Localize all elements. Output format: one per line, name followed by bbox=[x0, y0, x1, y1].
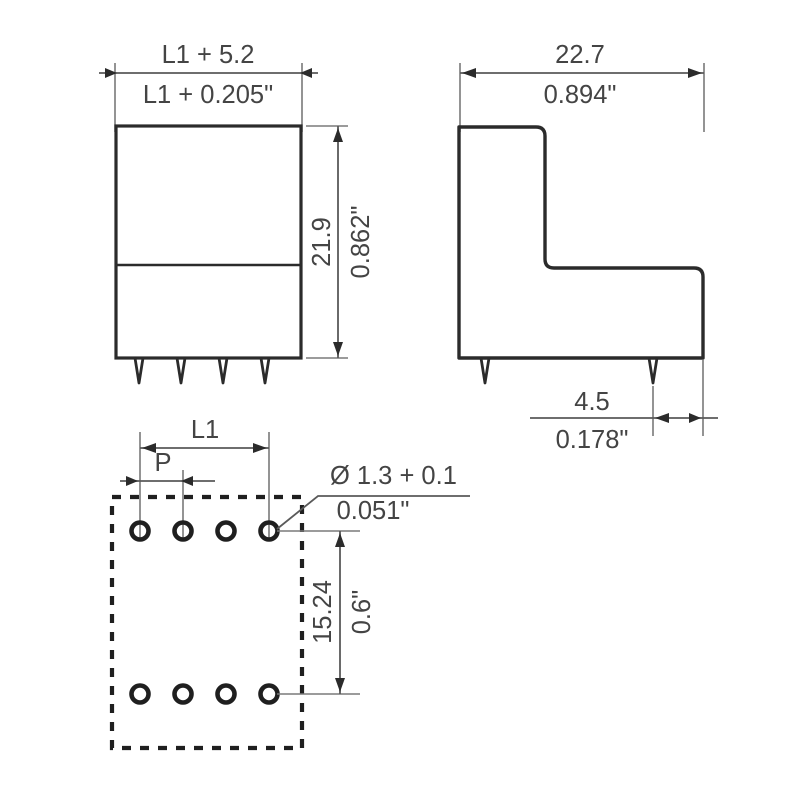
row-spacing-arrow-bottom bbox=[335, 678, 345, 692]
side-body-outline bbox=[457, 125, 705, 360]
front-height-imperial-label: 0.862" bbox=[347, 206, 375, 279]
front-height-arrow-top bbox=[333, 128, 343, 142]
front-height-metric-label: 21.9 bbox=[308, 217, 336, 267]
front-pin-2 bbox=[175, 357, 187, 385]
side-width-arrow-left bbox=[462, 68, 476, 78]
footprint-hole-top-3 bbox=[215, 520, 237, 542]
footprint-board-outline bbox=[109, 494, 305, 751]
front-height-arrow-bottom bbox=[333, 342, 343, 356]
footprint-pitch-arrow-right bbox=[181, 476, 193, 486]
footprint-hole-top-2 bbox=[172, 520, 194, 542]
front-view: L1 + 5.2 L1 + 0.205" 21.9 0.862" bbox=[99, 41, 375, 385]
front-width-imperial-label: L1 + 0.205" bbox=[143, 81, 273, 109]
side-width-arrow-right bbox=[688, 68, 702, 78]
footprint-hole-top-1 bbox=[129, 520, 151, 542]
footprint-hole-bottom-3 bbox=[215, 683, 237, 705]
front-pin-3 bbox=[217, 357, 229, 385]
hole-diameter-imperial-label: 0.051" bbox=[337, 497, 410, 525]
footprint-hole-bottom-4 bbox=[258, 683, 280, 705]
hole-diameter-metric-label: Ø 1.3 + 0.1 bbox=[330, 462, 457, 490]
side-width-imperial-label: 0.894" bbox=[544, 81, 617, 109]
front-body-outline bbox=[114, 124, 303, 360]
side-view: 22.7 0.894" 4.5 0.178" bbox=[457, 41, 718, 454]
front-pin-4 bbox=[259, 357, 271, 385]
front-width-arrow-left bbox=[105, 68, 117, 78]
footprint-hole-bottom-1 bbox=[129, 683, 151, 705]
hole-diameter-leader bbox=[276, 495, 470, 530]
footprint-span-arrow-right bbox=[253, 443, 267, 453]
side-offset-imperial-label: 0.178" bbox=[556, 426, 629, 454]
side-width-metric-label: 22.7 bbox=[555, 41, 605, 69]
footprint-span-arrow-left bbox=[142, 443, 156, 453]
side-offset-arrow-right bbox=[689, 413, 701, 423]
front-width-arrow-right bbox=[300, 68, 312, 78]
row-spacing-imperial-label: 0.6" bbox=[348, 590, 376, 635]
row-spacing-arrow-top bbox=[335, 533, 345, 547]
side-pin-1 bbox=[479, 357, 491, 385]
footprint-span-label: L1 bbox=[191, 416, 219, 444]
footprint-pitch-arrow-left bbox=[126, 476, 138, 486]
footprint-hole-bottom-2 bbox=[172, 683, 194, 705]
side-offset-arrow-left bbox=[655, 413, 669, 423]
footprint-pitch-label: P bbox=[154, 449, 171, 477]
row-spacing-metric-label: 15.24 bbox=[309, 580, 337, 644]
front-pin-1 bbox=[133, 357, 145, 385]
front-width-metric-label: L1 + 5.2 bbox=[162, 41, 255, 69]
side-offset-metric-label: 4.5 bbox=[574, 388, 609, 416]
footprint-view: L1 P Ø 1.3 + 0.1 0.051" 15.24 0.6" bbox=[109, 416, 470, 751]
side-pin-2 bbox=[647, 357, 659, 385]
